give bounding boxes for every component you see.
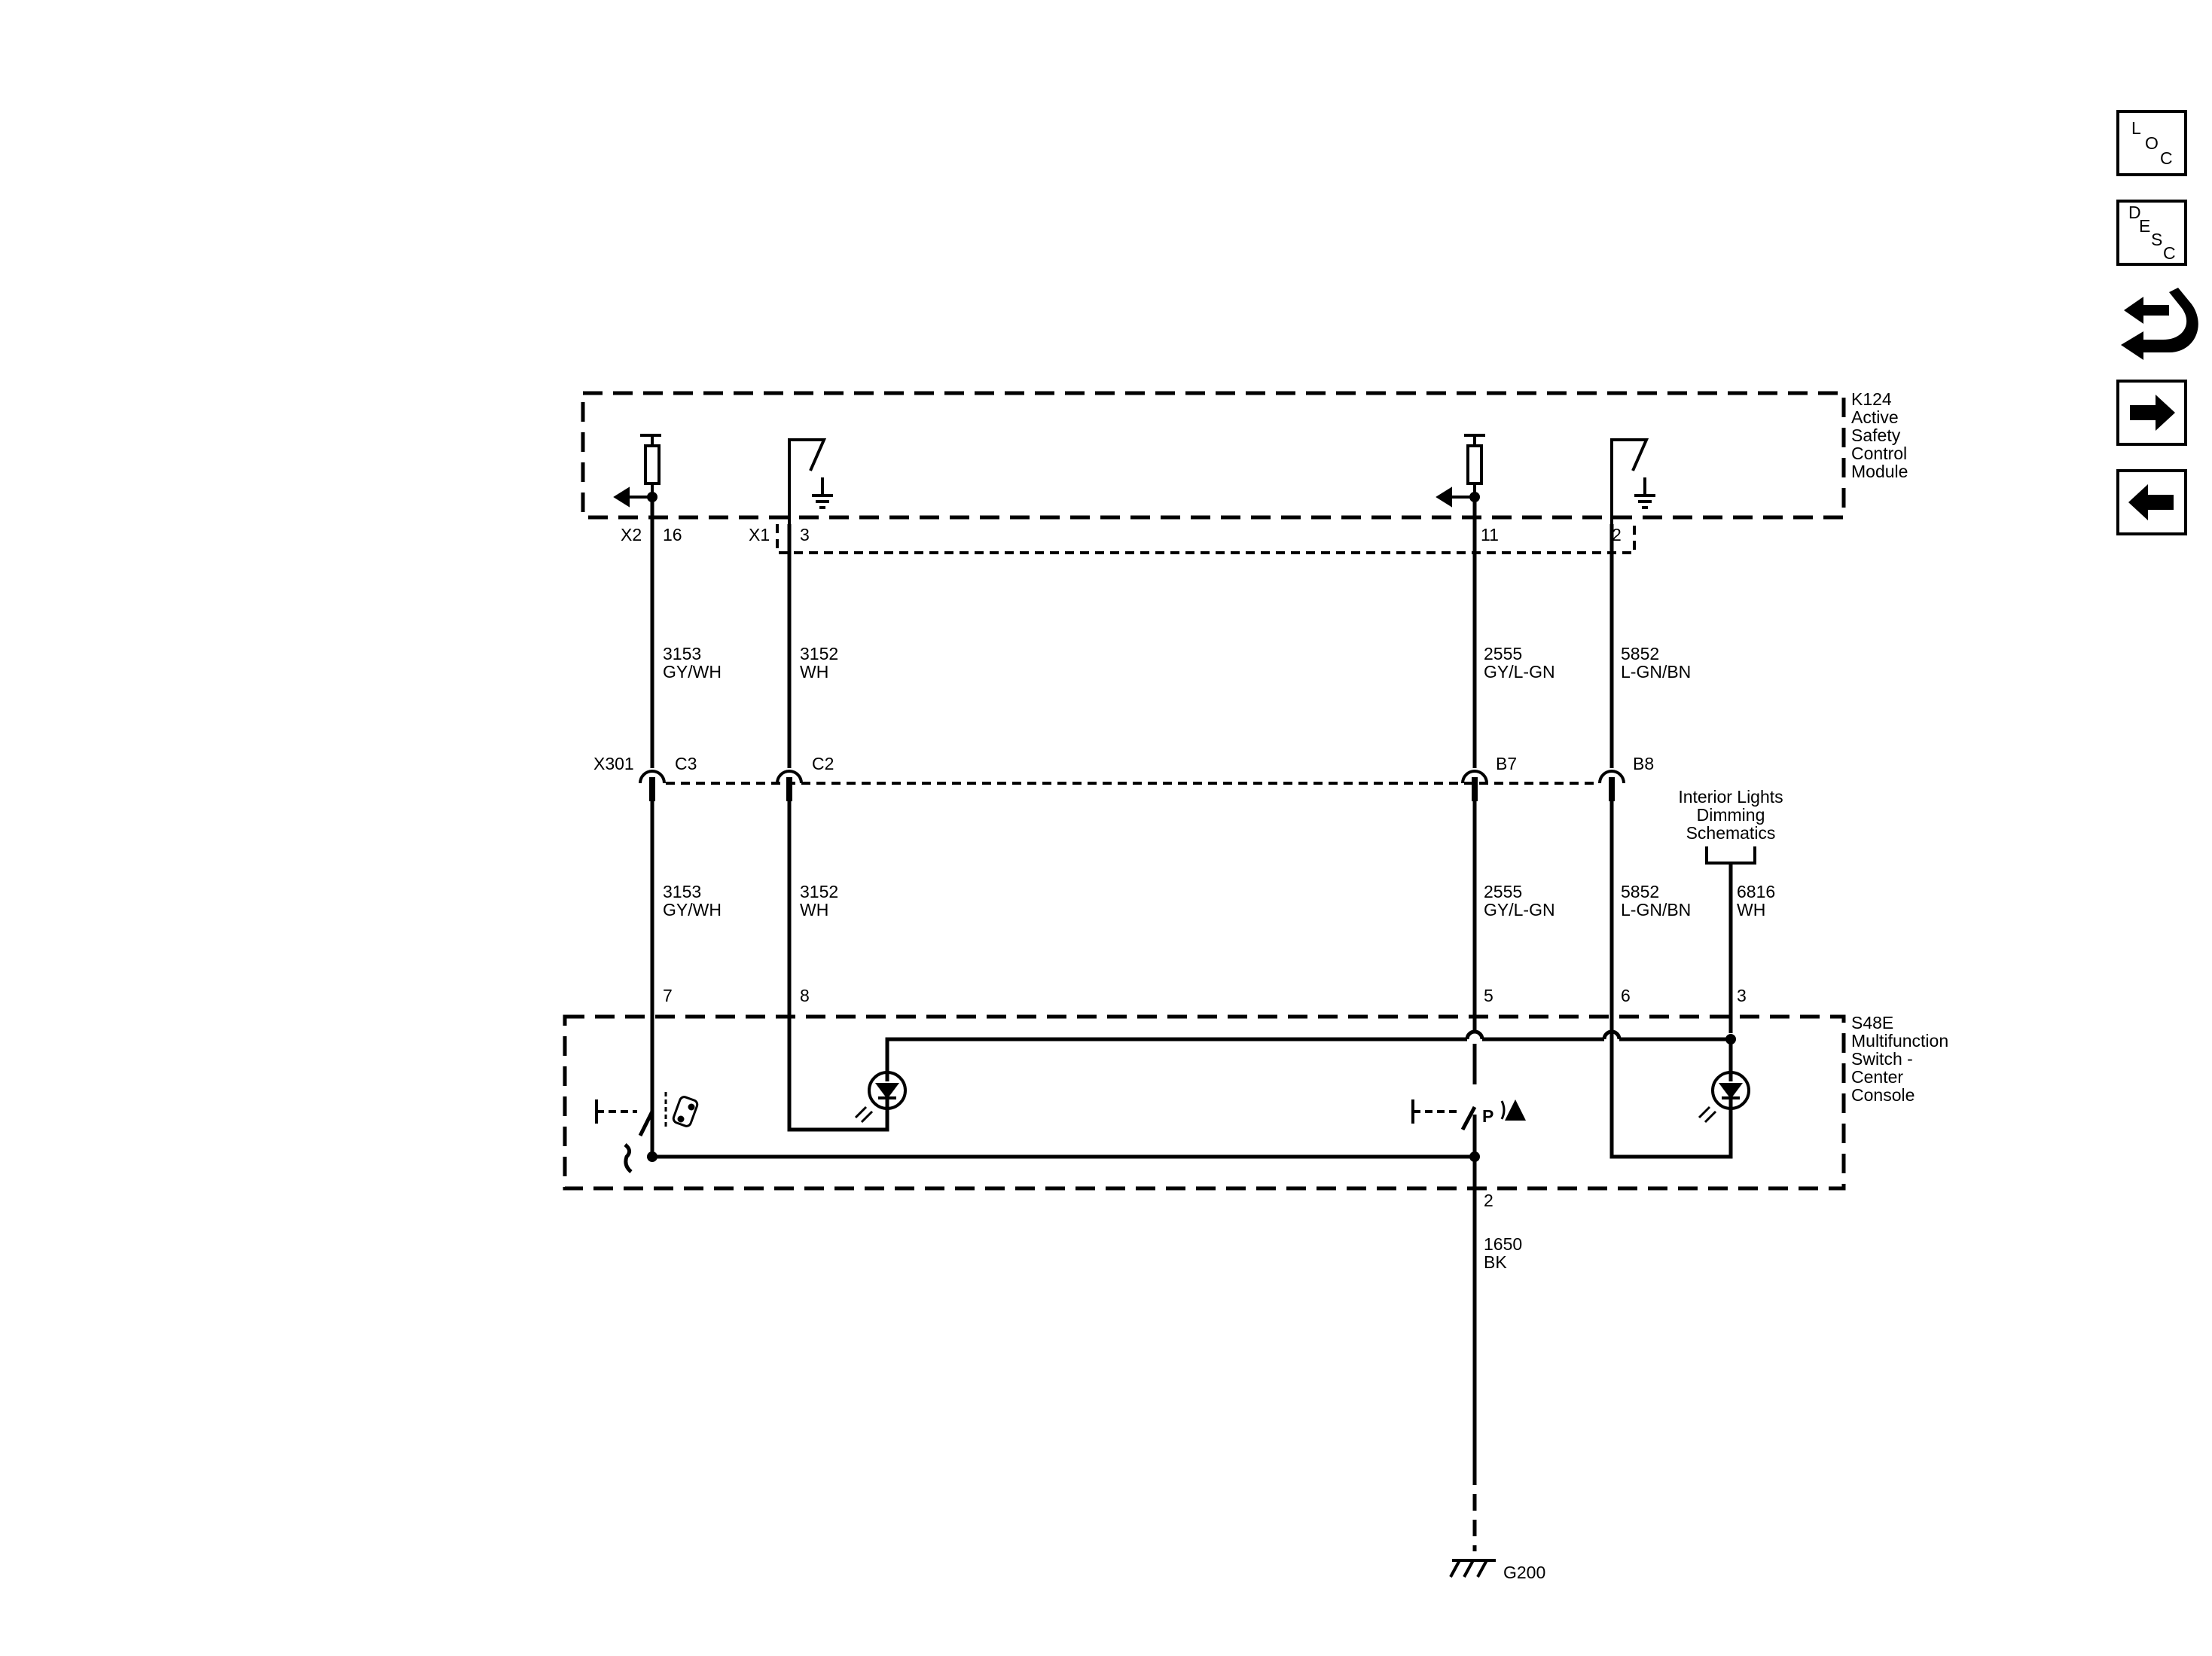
desc-button-frame — [2116, 200, 2187, 266]
wire-2555-lower-num: 2555 — [1484, 882, 1522, 901]
pin-2-label: 2 — [1612, 525, 1622, 544]
pin-11-label: 11 — [1481, 525, 1499, 544]
s48e-desc-4: Console — [1851, 1085, 1915, 1105]
previous-page-button[interactable] — [2116, 469, 2187, 535]
desc-button[interactable]: D E S C — [2116, 200, 2187, 266]
k124-name: K124 — [1851, 389, 1892, 409]
left-arrow-icon — [2128, 484, 2174, 520]
svg-text:P: P — [1482, 1106, 1493, 1126]
s48e-pin-6-label: 6 — [1621, 986, 1631, 1005]
connector-end-view-button[interactable] — [2121, 288, 2198, 360]
wire-3153-upper-num: 3153 — [663, 644, 701, 663]
interior-lights-ref-line-3: Schematics — [1686, 823, 1776, 843]
cavity-c3-label: C3 — [675, 754, 697, 773]
wire-3153-upper-color: GY/WH — [663, 662, 722, 682]
inline-connector-symbols — [639, 770, 1625, 784]
s48e-pin-5-label: 5 — [1484, 986, 1493, 1005]
wire-2555-upper-num: 2555 — [1484, 644, 1522, 663]
chassis-ground-icon — [1449, 1559, 1496, 1578]
connector-end-view-icon — [2124, 297, 2169, 324]
loc-button-frame — [2116, 110, 2187, 176]
s48e-pin-7-label: 7 — [663, 986, 673, 1005]
wire-2555-lower-color: GY/L-GN — [1484, 900, 1555, 919]
connector-x1-label: X1 — [749, 525, 770, 544]
k124-input-circuit-11 — [1436, 434, 1485, 508]
k124-module-boundary — [581, 391, 1846, 520]
s48e-internal-wiring — [624, 1029, 1733, 1273]
hill-descent-icon — [664, 1092, 699, 1130]
wire-5852-lower-color: L-GN/BN — [1621, 900, 1691, 919]
k124-desc-2: Safety — [1851, 425, 1901, 445]
wire-3152-upper-num: 3152 — [800, 644, 838, 663]
wire-5852-upper-num: 5852 — [1621, 644, 1659, 663]
wire-1650-color: BK — [1484, 1252, 1507, 1272]
interior-lights-ref-line-2: Dimming — [1697, 805, 1765, 825]
cavity-c2-label: C2 — [812, 754, 834, 773]
wire-3152-upper-color: WH — [800, 662, 828, 682]
k124-desc-1: Active — [1851, 407, 1899, 427]
next-page-button[interactable] — [2116, 380, 2187, 446]
park-assist-icon: P — [1482, 1099, 1526, 1126]
wire-1650-num: 1650 — [1484, 1234, 1522, 1254]
wire-6816-color: WH — [1737, 900, 1765, 919]
k124-desc-3: Control — [1851, 444, 1907, 463]
wire-3152-lower-color: WH — [800, 900, 828, 919]
loc-letter-1: L — [2131, 118, 2141, 138]
loc-letter-3: C — [2160, 148, 2173, 168]
s48e-switch-boundary — [563, 1014, 1846, 1191]
cavity-b8-label: B8 — [1633, 754, 1654, 773]
interior-lights-ref-bracket — [1705, 846, 1756, 865]
wire-6816-num: 6816 — [1737, 882, 1775, 901]
s48e-desc-2: Switch - — [1851, 1049, 1913, 1069]
k124-driver-circuit-2 — [1610, 438, 1655, 524]
led-indicator-icon — [854, 1071, 907, 1124]
desc-letter-4: C — [2163, 243, 2176, 263]
loc-letter-2: O — [2145, 133, 2159, 153]
right-arrow-icon — [2130, 395, 2175, 431]
wire-3152-lower-num: 3152 — [800, 882, 838, 901]
s48e-pin-3-label: 3 — [1737, 986, 1747, 1005]
wire-3153-lower-color: GY/WH — [663, 900, 722, 919]
s48e-pin-8-label: 8 — [800, 986, 810, 1005]
inline-connector-pins — [649, 777, 1615, 801]
connector-x2-label: X2 — [621, 525, 642, 544]
wire-2555-upper-color: GY/L-GN — [1484, 662, 1555, 682]
desc-letter-2: E — [2139, 216, 2150, 236]
wrench-shape-icon — [2121, 288, 2198, 360]
s48e-desc-1: Multifunction — [1851, 1031, 1948, 1051]
wire-3153-lower-num: 3153 — [663, 882, 701, 901]
k124-input-circuit-16 — [613, 434, 661, 508]
led-illumination-icon — [1698, 1071, 1750, 1124]
desc-letter-1: D — [2128, 203, 2141, 222]
connector-x301-label: X301 — [593, 754, 634, 773]
pin-3-label: 3 — [800, 525, 810, 544]
k124-desc-4: Module — [1851, 462, 1908, 481]
s48e-name: S48E — [1851, 1013, 1893, 1032]
connector-x1-outline — [776, 524, 1636, 554]
s48e-desc-3: Center — [1851, 1067, 1903, 1087]
ground-g200-label: G200 — [1503, 1563, 1545, 1582]
cavity-b7-label: B7 — [1496, 754, 1517, 773]
wire-5852-lower-num: 5852 — [1621, 882, 1659, 901]
wire-5852-upper-color: L-GN/BN — [1621, 662, 1691, 682]
pin-16-label: 16 — [663, 525, 682, 544]
desc-letter-3: S — [2151, 230, 2162, 249]
interior-lights-ref-line-1: Interior Lights — [1678, 787, 1783, 807]
loc-button[interactable]: L O C — [2116, 110, 2187, 176]
switch-actuator-links — [595, 1099, 1461, 1124]
s48e-junction-dots — [647, 1034, 1736, 1162]
s48e-pin-2-label: 2 — [1484, 1191, 1493, 1210]
k124-driver-circuit-3 — [788, 438, 833, 524]
